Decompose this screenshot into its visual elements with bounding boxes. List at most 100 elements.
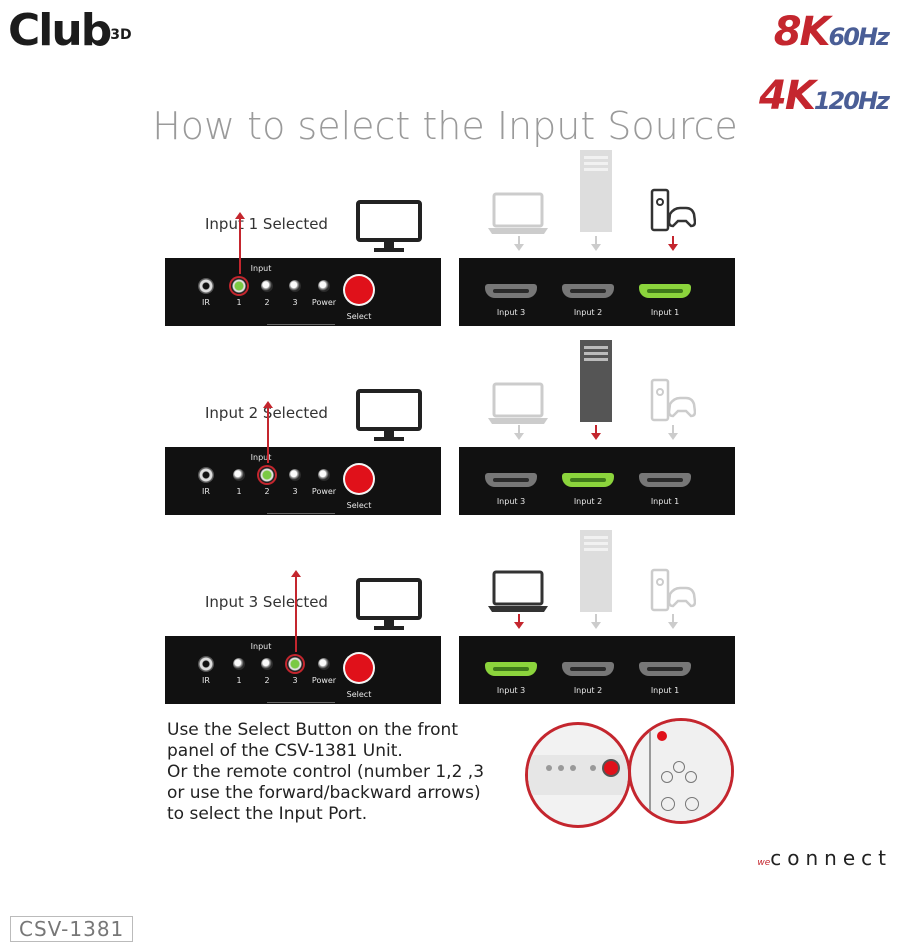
remote-key-1 bbox=[673, 761, 685, 773]
logo-text: Club bbox=[8, 5, 112, 56]
row-3-select-button[interactable] bbox=[345, 654, 373, 682]
closeup-button-2 bbox=[558, 765, 564, 771]
remote-power-button bbox=[657, 731, 667, 741]
remote-key-2 bbox=[661, 771, 673, 783]
row-3-port-label-3: Input 1 bbox=[650, 686, 680, 695]
row-3-arrow-input1 bbox=[668, 614, 678, 630]
row-1-arrow-input3 bbox=[514, 236, 524, 252]
row-2-arrow-input2 bbox=[591, 425, 601, 441]
row-1-arrow-input1 bbox=[668, 236, 678, 252]
closeup-button-3 bbox=[570, 765, 576, 771]
row-3-ir-sensor bbox=[198, 656, 214, 672]
row-3-hdmi-port-1 bbox=[485, 662, 537, 676]
row-2-power-label: Power bbox=[311, 487, 337, 496]
row-1-power-led bbox=[318, 280, 330, 292]
row-2-arrow-input3 bbox=[514, 425, 524, 441]
row-3-select-label: Select bbox=[346, 690, 372, 699]
row-2-rear-panel: Input 3 Input 2 Input 1 bbox=[459, 447, 735, 515]
row-1-input-number-1: 1 bbox=[236, 298, 242, 307]
badge-4k-small: 120Hz bbox=[813, 87, 890, 115]
club3d-logo: Club3D bbox=[8, 6, 132, 56]
row-2-ir-label: IR bbox=[202, 487, 210, 496]
row-2-arrow-input1 bbox=[668, 425, 678, 441]
row-2-laptop-icon bbox=[488, 382, 548, 426]
row-2-input-button-2[interactable] bbox=[259, 467, 275, 483]
panel-closeup bbox=[528, 755, 628, 795]
row-1-select-button[interactable] bbox=[345, 276, 373, 304]
row-2-input-button-1[interactable] bbox=[233, 469, 245, 481]
row-3-selection-arrow bbox=[291, 570, 301, 652]
row-3-input-number-2: 2 bbox=[264, 676, 270, 685]
row-1-input-number-2: 2 bbox=[264, 298, 270, 307]
row-2-panel-divider bbox=[267, 513, 335, 514]
badge-8k-big: 8K bbox=[773, 9, 831, 55]
row-3-input-button-3[interactable] bbox=[287, 656, 303, 672]
instructions-text: Use the Select Button on the front panel… bbox=[167, 720, 485, 824]
weconnect-logo: weconnect bbox=[757, 846, 892, 870]
remote-forward-arrow bbox=[685, 797, 699, 811]
row-2-input-number-1: 1 bbox=[236, 487, 242, 496]
row-1-laptop-icon bbox=[488, 192, 548, 236]
row-3-port-label-2: Input 2 bbox=[573, 686, 603, 695]
row-1-port-label-2: Input 2 bbox=[573, 308, 603, 317]
row-1-hdmi-port-3 bbox=[639, 284, 691, 298]
weconnect-name: connect bbox=[770, 846, 892, 870]
row-1-select-label: Select bbox=[346, 312, 372, 321]
row-3-power-led bbox=[318, 658, 330, 670]
model-number: CSV-1381 bbox=[10, 916, 134, 942]
row-2-input-number-3: 3 bbox=[292, 487, 298, 496]
row-3-label: Input 3 Selected bbox=[205, 593, 328, 611]
row-3-pc-tower-icon bbox=[580, 530, 612, 612]
row-1-rear-panel: Input 3 Input 2 Input 1 bbox=[459, 258, 735, 326]
row-1-label: Input 1 Selected bbox=[205, 215, 328, 233]
row-1-arrow-input2 bbox=[591, 236, 601, 252]
row-2-port-label-1: Input 3 bbox=[496, 497, 526, 506]
row-2-ir-sensor bbox=[198, 467, 214, 483]
row-3-laptop-icon bbox=[488, 570, 548, 614]
row-1-input-button-1[interactable] bbox=[231, 278, 247, 294]
row-1-port-label-1: Input 3 bbox=[496, 308, 526, 317]
row-1-panel-divider bbox=[267, 324, 335, 325]
closeup-select-button bbox=[604, 761, 618, 775]
row-3-input-number-3: 3 bbox=[292, 676, 298, 685]
row-2-input-button-3[interactable] bbox=[289, 469, 301, 481]
row-2-port-label-2: Input 2 bbox=[573, 497, 603, 506]
row-3-input-label: Input bbox=[250, 642, 272, 651]
row-3-monitor-icon bbox=[356, 578, 422, 632]
row-2-input-number-2: 2 bbox=[264, 487, 270, 496]
row-3-input-button-2[interactable] bbox=[261, 658, 273, 670]
remote-key-3 bbox=[685, 771, 697, 783]
row-3-hdmi-port-2 bbox=[562, 662, 614, 676]
row-1-input-button-3[interactable] bbox=[289, 280, 301, 292]
row-3-input-button-1[interactable] bbox=[233, 658, 245, 670]
row-1-port-label-3: Input 1 bbox=[650, 308, 680, 317]
row-2-power-led bbox=[318, 469, 330, 481]
closeup-power bbox=[590, 765, 596, 771]
row-1-remote-gamepad-icon bbox=[650, 188, 697, 232]
front-panel-zoom bbox=[525, 722, 631, 828]
row-3-arrow-input2 bbox=[591, 614, 601, 630]
row-2-hdmi-port-3 bbox=[639, 473, 691, 487]
page-title: How to select the Input Source bbox=[152, 104, 738, 148]
row-3-arrow-input3 bbox=[514, 614, 524, 630]
row-1-ir-label: IR bbox=[202, 298, 210, 307]
row-1-input-button-2[interactable] bbox=[261, 280, 273, 292]
badge-4k120: 4K120Hz bbox=[759, 76, 890, 116]
row-2-select-label: Select bbox=[346, 501, 372, 510]
row-2-selection-arrow bbox=[263, 401, 273, 463]
row-3-panel-divider bbox=[267, 702, 335, 703]
row-1-hdmi-port-2 bbox=[562, 284, 614, 298]
row-1-selection-arrow bbox=[235, 212, 245, 274]
row-2-select-button[interactable] bbox=[345, 465, 373, 493]
badge-8k60: 8K60Hz bbox=[773, 9, 890, 55]
row-3-hdmi-port-3 bbox=[639, 662, 691, 676]
row-2-port-label-3: Input 1 bbox=[650, 497, 680, 506]
row-2-monitor-icon bbox=[356, 389, 422, 443]
row-2-remote-gamepad-icon bbox=[650, 378, 697, 422]
remote-back-arrow bbox=[661, 797, 675, 811]
row-3-ir-label: IR bbox=[202, 676, 210, 685]
row-2-input-label: Input bbox=[250, 453, 272, 462]
